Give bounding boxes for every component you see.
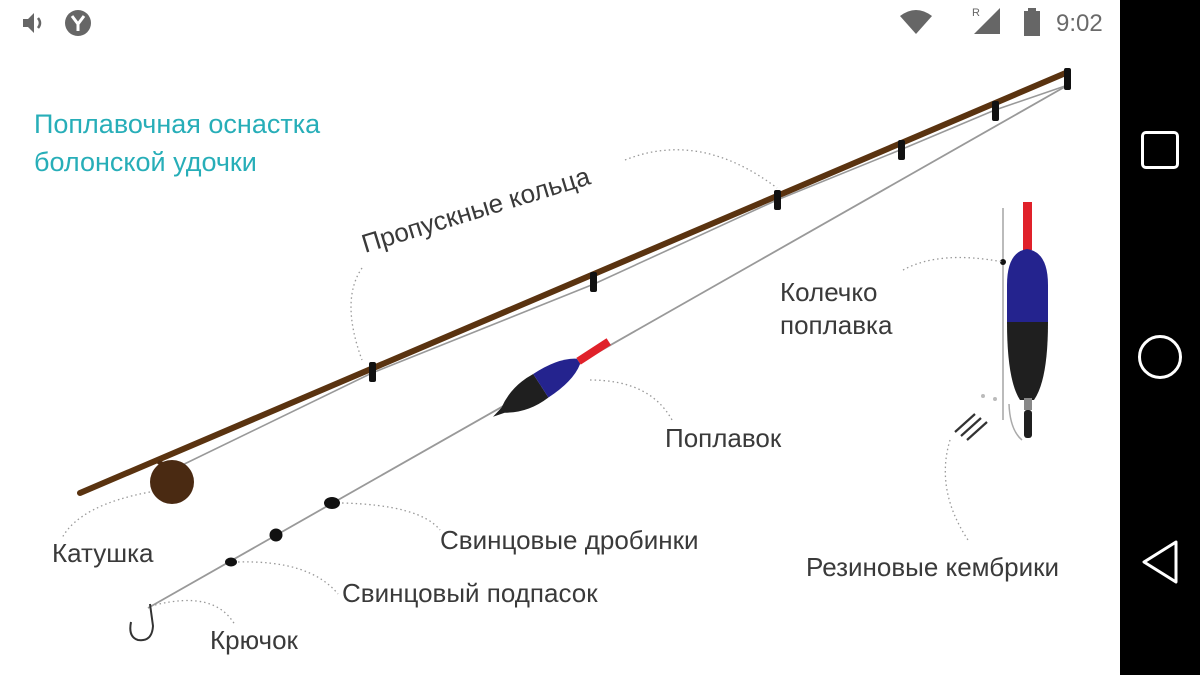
back-button[interactable] [1120, 522, 1200, 602]
signal-roaming-icon: R [972, 7, 1000, 34]
diagram-title: Поплавочная оснастка болонской удочки [34, 105, 320, 181]
triangle-back-icon [1142, 540, 1178, 584]
guide-ring [590, 272, 597, 292]
volume-icon [23, 13, 42, 33]
label-lead-shots: Свинцовые дробинки [440, 525, 699, 555]
yandex-icon [65, 10, 91, 36]
guide-ring [898, 140, 905, 160]
status-bar: R 9:02 [0, 0, 1120, 46]
label-rubber-tubes: Резиновые кембрики [806, 552, 1060, 582]
square-icon [1141, 131, 1179, 169]
float-ring-dot [1000, 259, 1006, 265]
title-line-1: Поплавочная оснастка [34, 109, 321, 139]
wifi-icon [900, 10, 932, 34]
lead-shots [225, 497, 340, 567]
navigation-bar [1120, 0, 1200, 675]
label-reel: Катушка [52, 538, 154, 568]
home-button[interactable] [1120, 317, 1200, 397]
reel [150, 460, 194, 504]
battery-icon [1024, 8, 1040, 36]
label-float-ring: Колечко поплавка [780, 277, 893, 340]
float [493, 338, 611, 417]
guide-rings [369, 68, 1071, 382]
fishing-rig-diagram: Поплавочная оснастка болонской удочки Пр… [34, 68, 1071, 655]
label-float: Поплавок [665, 423, 782, 453]
float-detail [1000, 202, 1048, 441]
label-hook: Крючок [210, 625, 298, 655]
rod-tip-ring [1064, 68, 1071, 90]
guide-ring [774, 190, 781, 210]
label-dropper: Свинцовый подпасок [342, 578, 598, 608]
leader-lines [61, 149, 1004, 626]
title-line-2: болонской удочки [34, 147, 257, 177]
clock: 9:02 [1056, 10, 1103, 37]
circle-icon [1138, 335, 1182, 379]
roaming-mark: R [972, 7, 980, 19]
hook [129, 603, 155, 642]
rubber-tubes [954, 394, 997, 441]
guide-ring [369, 362, 376, 382]
guide-ring [992, 101, 999, 121]
recents-button[interactable] [1120, 110, 1200, 190]
